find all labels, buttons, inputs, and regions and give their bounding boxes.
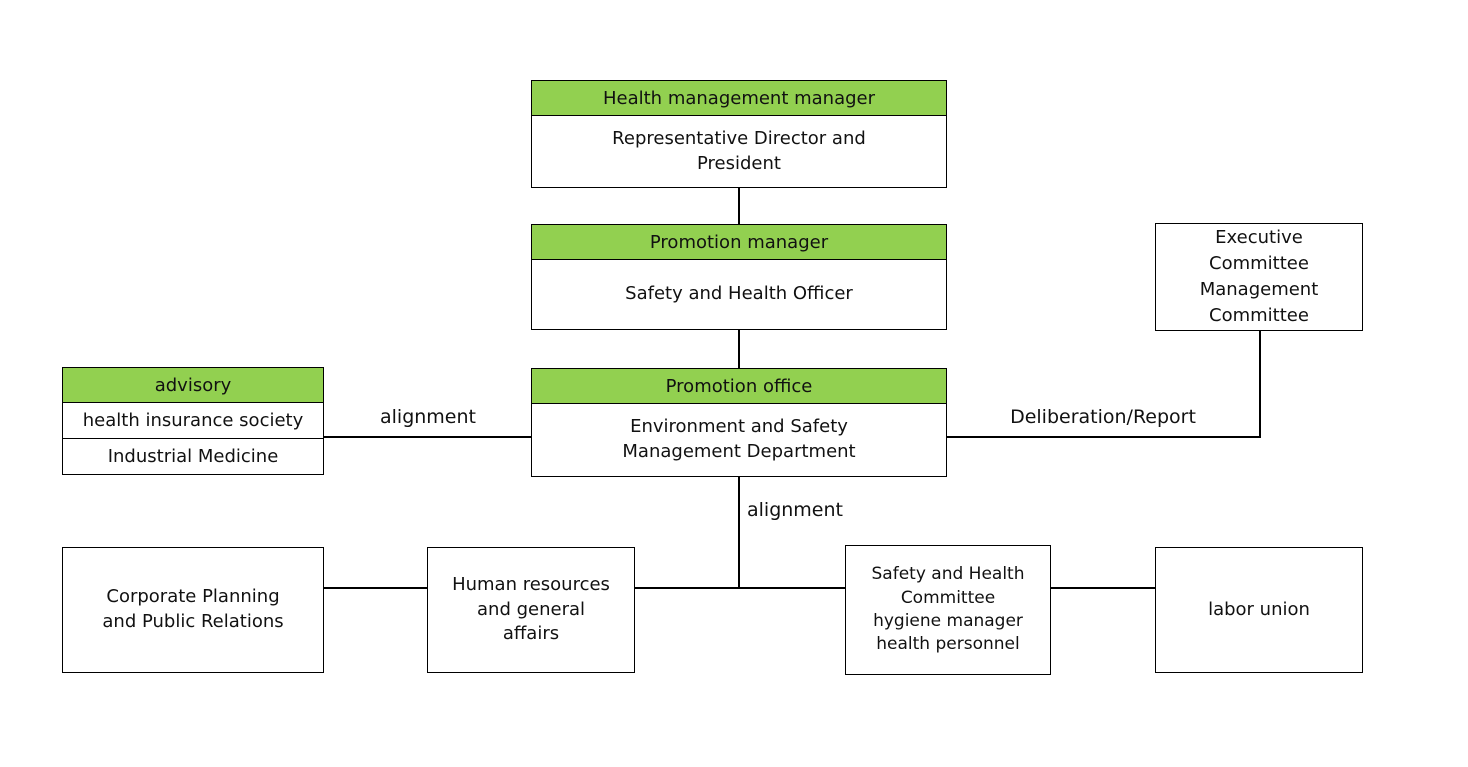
box-promotion-manager: Promotion manager Safety and Health Offi… (531, 224, 947, 330)
box-safety-health-committee-body: Safety and Health Committee hygiene mana… (871, 564, 1025, 655)
box-promotion-manager-header: Promotion manager (532, 225, 946, 260)
box-health-management-manager-header: Health management manager (532, 81, 946, 116)
label-alignment-bottom: alignment (747, 499, 843, 521)
connector-corporate-to-hr (324, 587, 428, 589)
box-safety-health-committee: Safety and Health Committee hygiene mana… (845, 545, 1051, 675)
box-promotion-office: Promotion office Environment and Safety … (531, 368, 947, 477)
connector-promotion-office-to-executive-h (946, 436, 1261, 438)
connector-hr-to-safety (635, 587, 846, 589)
box-promotion-office-body: Environment and Safety Management Depart… (622, 416, 856, 462)
box-labor-union-body: labor union (1208, 598, 1310, 620)
box-advisory-row-health-insurance: health insurance society (82, 410, 304, 431)
box-labor-union: labor union (1155, 547, 1363, 673)
box-human-resources: Human resources and general affairs (427, 547, 635, 673)
connector-safety-to-labor-union (1051, 587, 1156, 589)
box-health-management-manager-body: Representative Director and President (612, 127, 866, 174)
box-executive-committee-body: Executive Committee Management Committee (1199, 226, 1319, 327)
box-promotion-manager-body: Safety and Health Officer (625, 283, 853, 305)
box-advisory: advisory health insurance society Indust… (62, 367, 324, 475)
box-health-management-manager: Health management manager Representative… (531, 80, 947, 188)
connector-health-manager-to-promotion-manager (738, 188, 740, 225)
box-human-resources-body: Human resources and general affairs (452, 573, 610, 645)
connector-advisory-to-promotion-office (324, 436, 532, 438)
box-promotion-office-header: Promotion office (532, 369, 946, 404)
box-executive-committee: Executive Committee Management Committee (1155, 223, 1363, 331)
connector-promotion-manager-to-promotion-office (738, 330, 740, 369)
box-advisory-header: advisory (63, 368, 323, 403)
box-corporate-planning-body: Corporate Planning and Public Relations (102, 586, 284, 632)
label-deliberation-report: Deliberation/Report (1010, 406, 1196, 428)
label-alignment-left: alignment (380, 406, 476, 428)
box-advisory-row-industrial-medicine: Industrial Medicine (63, 438, 323, 474)
connector-promotion-office-to-executive-v (1259, 331, 1261, 438)
box-corporate-planning: Corporate Planning and Public Relations (62, 547, 324, 673)
connector-promotion-office-down (738, 476, 740, 589)
